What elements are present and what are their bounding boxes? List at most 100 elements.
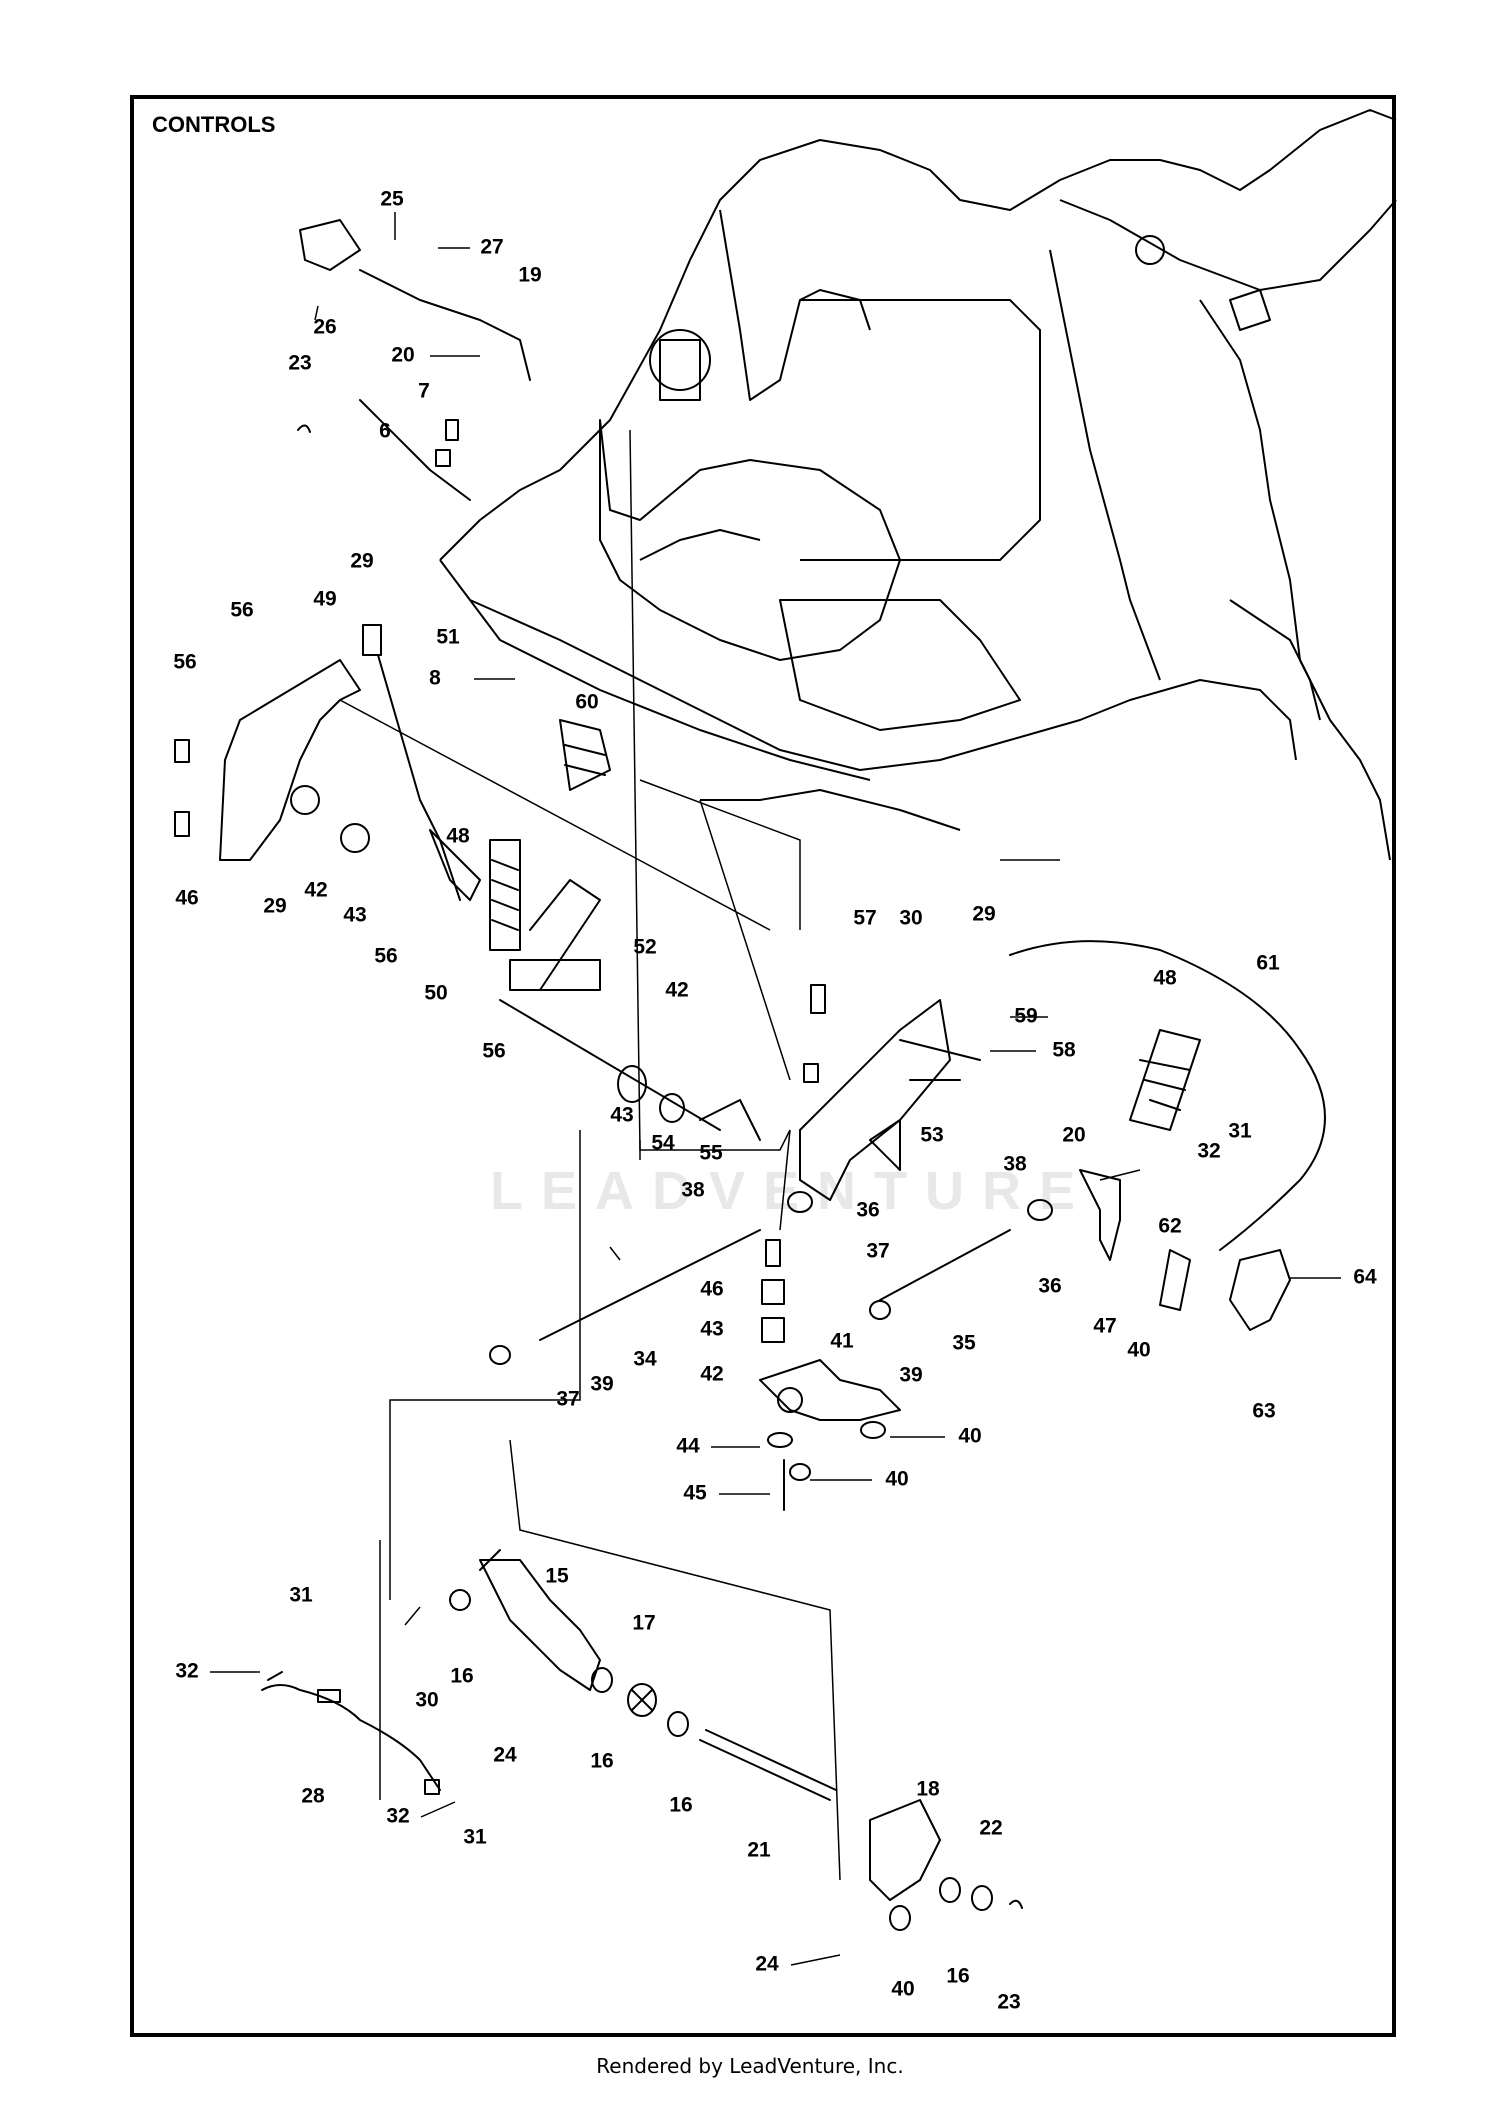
- callout-43c: 43: [700, 1318, 723, 1341]
- bracket-59: [799, 999, 951, 1201]
- callout-50: 50: [424, 982, 447, 1005]
- callout-27: 27: [480, 236, 503, 259]
- callout-40d: 40: [891, 1978, 914, 2001]
- callout-39b: 39: [899, 1364, 922, 1387]
- callout-22: 22: [979, 1817, 1002, 1840]
- callout-31c: 31: [463, 1826, 487, 1849]
- callout-55: 55: [699, 1142, 723, 1165]
- callout-49: 49: [313, 588, 336, 611]
- callout-56b: 56: [173, 651, 196, 674]
- callout-48a: 48: [446, 825, 470, 848]
- callout-16d: 16: [946, 1965, 969, 1988]
- callout-64: 64: [1353, 1266, 1377, 1289]
- callout-42c: 42: [700, 1363, 723, 1386]
- callout-63: 63: [1252, 1400, 1275, 1423]
- callout-21: 21: [747, 1839, 771, 1862]
- callout-41: 41: [830, 1330, 854, 1353]
- callout-57: 57: [853, 907, 876, 930]
- callout-53: 53: [920, 1124, 943, 1147]
- callout-56d: 56: [482, 1040, 505, 1063]
- callout-24a: 24: [493, 1744, 517, 1767]
- callout-36a: 36: [856, 1199, 879, 1222]
- callout-52: 52: [633, 936, 656, 959]
- pedal-assembly-15: [479, 1559, 601, 1691]
- callout-40b: 40: [958, 1425, 981, 1448]
- pedal-arm: [359, 269, 531, 381]
- callout-20b: 20: [1062, 1124, 1085, 1147]
- diagram-frame: [130, 95, 1396, 2037]
- callout-16b: 16: [590, 1750, 613, 1773]
- callout-7: 7: [418, 380, 430, 403]
- callout-39a: 39: [590, 1373, 613, 1396]
- callout-56a: 56: [230, 599, 253, 622]
- callout-8: 8: [429, 667, 441, 690]
- pedal-pad: [299, 219, 361, 271]
- shaft-21: [699, 1739, 831, 1801]
- callout-20a: 20: [391, 344, 414, 367]
- diagram-title: CONTROLS: [152, 112, 276, 137]
- callout-43a: 43: [343, 904, 366, 927]
- callout-45: 45: [683, 1482, 707, 1505]
- callout-23a: 23: [288, 352, 311, 375]
- callout-32a: 32: [1197, 1140, 1220, 1163]
- callout-16c: 16: [669, 1794, 692, 1817]
- callout-36b: 36: [1038, 1275, 1061, 1298]
- callout-30b: 30: [415, 1689, 438, 1712]
- callout-56c: 56: [374, 945, 397, 968]
- callout-40c: 40: [885, 1468, 908, 1491]
- leader-lines: [210, 212, 1341, 1966]
- cable-61: [1009, 940, 1326, 1251]
- callout-31a: 31: [1228, 1120, 1252, 1143]
- callout-59: 59: [1014, 1005, 1037, 1028]
- callout-16a: 16: [450, 1665, 473, 1688]
- callout-29b: 29: [263, 895, 286, 918]
- callout-15: 15: [545, 1565, 569, 1588]
- callout-61: 61: [1256, 952, 1280, 975]
- callout-18: 18: [916, 1778, 940, 1801]
- callout-37a: 37: [866, 1240, 889, 1263]
- callout-42a: 42: [304, 879, 327, 902]
- component-drawing: [174, 219, 1326, 1931]
- callout-38b: 38: [681, 1179, 705, 1202]
- callout-37b: 37: [556, 1388, 579, 1411]
- callout-30a: 30: [899, 907, 922, 930]
- callout-23b: 23: [997, 1991, 1020, 2014]
- callout-17: 17: [632, 1612, 655, 1635]
- callout-62: 62: [1158, 1215, 1181, 1238]
- callout-32b: 32: [175, 1660, 198, 1683]
- callout-46a: 46: [175, 887, 198, 910]
- callout-54: 54: [651, 1132, 675, 1155]
- callout-labels: 25 27 19 26 20 23 7 6 29 49 56 51 56 8 60 48 42 46 43 29 56 5…: [173, 188, 1377, 2014]
- bracket-49: [219, 659, 361, 861]
- callout-31b: 31: [289, 1584, 313, 1607]
- callout-46b: 46: [700, 1278, 723, 1301]
- callout-25: 25: [380, 188, 404, 211]
- footer-credit: Rendered by LeadVenture, Inc.: [596, 2054, 904, 2078]
- callout-34: 34: [633, 1348, 657, 1371]
- cable-28: [261, 1684, 441, 1791]
- callout-48b: 48: [1153, 967, 1177, 990]
- rod-34: [539, 1229, 761, 1341]
- callout-43b: 43: [610, 1104, 633, 1127]
- bracket-41: [759, 1359, 901, 1421]
- callout-19: 19: [518, 264, 541, 287]
- tractor-frame-drawing: [439, 109, 1397, 861]
- callout-26: 26: [313, 316, 336, 339]
- callout-32c: 32: [386, 1805, 409, 1828]
- rod-35: [879, 1229, 1011, 1301]
- callout-58: 58: [1052, 1039, 1076, 1062]
- callout-60: 60: [575, 691, 598, 714]
- callout-24b: 24: [755, 1953, 779, 1976]
- callout-47: 47: [1093, 1315, 1116, 1338]
- callout-40a: 40: [1127, 1339, 1150, 1362]
- callout-42b: 42: [665, 979, 688, 1002]
- callout-29c: 29: [972, 903, 995, 926]
- callout-44: 44: [676, 1435, 700, 1458]
- callout-29a: 29: [350, 550, 373, 573]
- callout-35: 35: [952, 1332, 976, 1355]
- callout-51: 51: [436, 626, 460, 649]
- callout-6: 6: [379, 420, 391, 443]
- callout-38a: 38: [1003, 1153, 1027, 1176]
- callout-28: 28: [301, 1785, 325, 1808]
